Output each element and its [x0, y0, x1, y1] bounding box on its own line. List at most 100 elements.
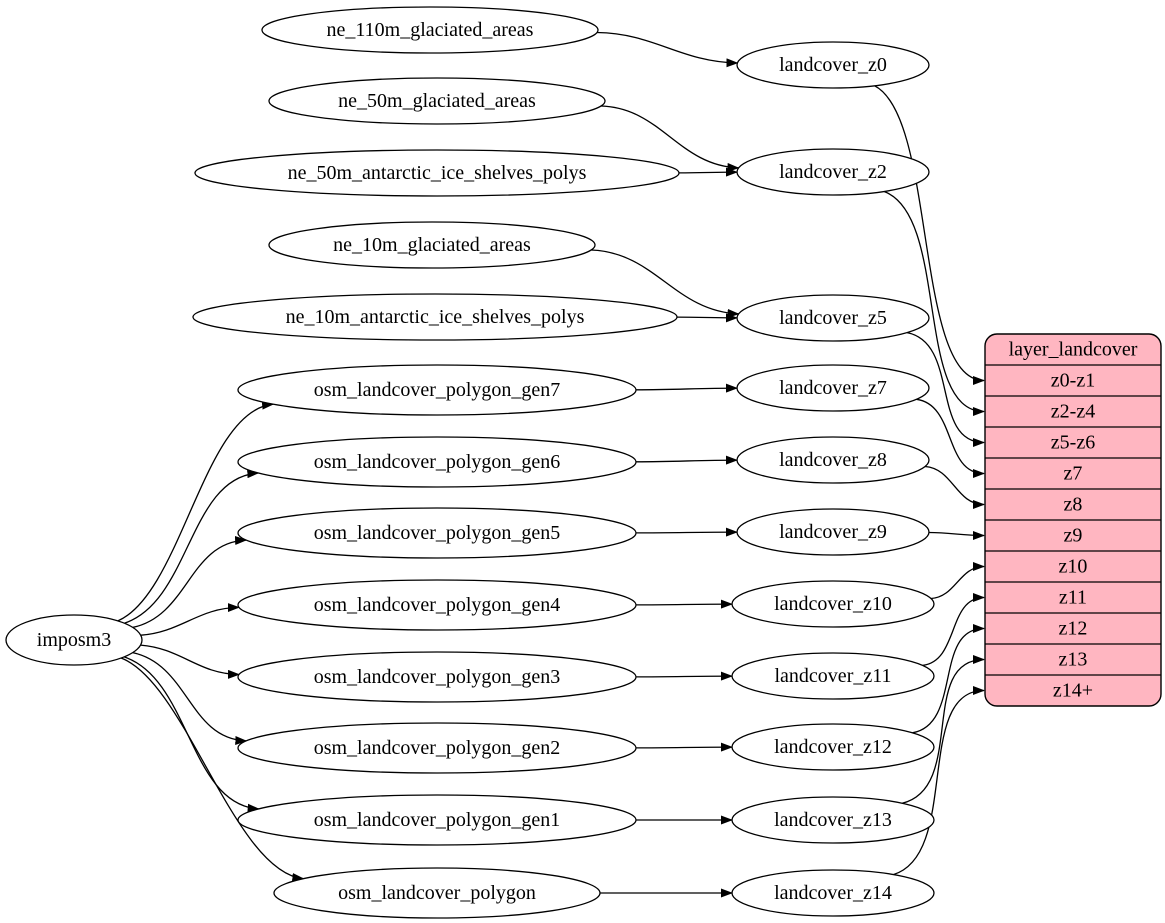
edge-landcover_z11-to-row-z11: [922, 593, 985, 667]
table-row-z9: z9: [1064, 525, 1083, 547]
node-landcover_z0: landcover_z0: [736, 41, 930, 89]
edge-landcover_z14-to-row-z14+: [893, 686, 985, 876]
node-shape-osm_landcover_polygon_gen5: [237, 507, 637, 559]
edge-ne_110m_glaciated_areas-to-landcover_z0: [596, 31, 739, 68]
edge-landcover_z2-to-row-z2-z4: [883, 190, 985, 416]
table-row-z7: z7: [1064, 463, 1083, 485]
node-label-landcover_z11: landcover_z11: [775, 665, 892, 687]
node-shape-osm_landcover_polygon_gen2: [237, 722, 637, 774]
node-shape-osm_landcover_polygon_gen1: [237, 794, 637, 846]
node-label-osm_landcover_polygon_gen4: osm_landcover_polygon_gen4: [314, 594, 561, 616]
node-label-osm_landcover_polygon_gen2: osm_landcover_polygon_gen2: [314, 737, 561, 759]
node-shape-landcover_z7: [736, 364, 930, 412]
edge-ne_50m_antarctic_ice_shelves_polys-to-landcover_z2: [678, 167, 738, 177]
node-label-landcover_z5: landcover_z5: [779, 307, 887, 329]
node-label-landcover_z10: landcover_z10: [774, 593, 892, 615]
node-shape-osm_landcover_polygon_gen3: [237, 651, 637, 703]
edge-osm_landcover_polygon_gen7-to-landcover_z7: [635, 383, 738, 393]
node-shape-landcover_z11: [731, 652, 935, 700]
node-label-osm_landcover_polygon_gen6: osm_landcover_polygon_gen6: [314, 451, 561, 473]
node-shape-landcover_z0: [736, 41, 930, 89]
edge-landcover_z13-to-row-z13: [902, 655, 985, 804]
edge-landcover_z8-to-row-z8: [925, 465, 985, 509]
edge-osm_landcover_polygon_gen5-to-landcover_z9: [635, 527, 738, 537]
table-row-z14+: z14+: [1053, 680, 1093, 702]
table-row-z11: z11: [1059, 587, 1087, 609]
node-shape-ne_10m_antarctic_ice_shelves_polys: [192, 293, 678, 341]
node-osm_landcover_polygon_gen2: osm_landcover_polygon_gen2: [237, 722, 637, 774]
table-row-z5-z6: z5-z6: [1051, 432, 1095, 454]
node-shape-ne_50m_glaciated_areas: [268, 77, 606, 125]
edge-imposm3-to-osm_landcover_polygon: [120, 657, 305, 882]
node-shape-landcover_z12: [731, 723, 935, 771]
node-landcover_z2: landcover_z2: [736, 148, 930, 196]
table-header: layer_landcover: [1009, 339, 1138, 361]
edge-imposm3-to-osm_landcover_polygon_gen7: [117, 400, 275, 622]
node-landcover_z13: landcover_z13: [731, 796, 935, 844]
node-shape-landcover_z8: [736, 436, 930, 484]
edge-landcover_z12-to-row-z12: [912, 624, 985, 734]
node-landcover_z11: landcover_z11: [731, 652, 935, 700]
node-landcover_z8: landcover_z8: [736, 436, 930, 484]
node-label-ne_110m_glaciated_areas: ne_110m_glaciated_areas: [327, 19, 534, 41]
node-shape-ne_110m_glaciated_areas: [261, 6, 599, 54]
node-shape-landcover_z14: [731, 869, 935, 917]
node-ne_50m_glaciated_areas: ne_50m_glaciated_areas: [268, 77, 606, 125]
node-label-osm_landcover_polygon_gen1: osm_landcover_polygon_gen1: [314, 809, 561, 831]
node-osm_landcover_polygon_gen7: osm_landcover_polygon_gen7: [237, 364, 637, 416]
node-ne_10m_antarctic_ice_shelves_polys: ne_10m_antarctic_ice_shelves_polys: [192, 293, 678, 341]
edge-ne_10m_antarctic_ice_shelves_polys-to-landcover_z5: [676, 313, 738, 323]
table-row-z13: z13: [1059, 649, 1088, 671]
edge-osm_landcover_polygon_gen4-to-landcover_z10: [635, 599, 733, 609]
table-layer_landcover: layer_landcoverz0-z1z2-z4z5-z6z7z8z9z10z…: [984, 333, 1162, 707]
node-osm_landcover_polygon: osm_landcover_polygon: [273, 867, 601, 919]
edge-imposm3-to-osm_landcover_polygon_gen3: [140, 644, 240, 679]
node-osm_landcover_polygon_gen1: osm_landcover_polygon_gen1: [237, 794, 637, 846]
node-ne_110m_glaciated_areas: ne_110m_glaciated_areas: [261, 6, 599, 54]
table-row-z8: z8: [1064, 494, 1083, 516]
node-shape-landcover_z9: [736, 508, 930, 556]
node-landcover_z12: landcover_z12: [731, 723, 935, 771]
node-landcover_z5: landcover_z5: [736, 294, 930, 342]
table-layer: layer_landcoverz0-z1z2-z4z5-z6z7z8z9z10z…: [984, 333, 1162, 707]
node-imposm3: imposm3: [5, 614, 143, 666]
table-row-z12: z12: [1059, 618, 1088, 640]
edge-ne_10m_glaciated_areas-to-landcover_z5: [590, 249, 740, 318]
node-landcover_z7: landcover_z7: [736, 364, 930, 412]
node-osm_landcover_polygon_gen6: osm_landcover_polygon_gen6: [237, 436, 637, 488]
node-label-landcover_z14: landcover_z14: [774, 882, 892, 904]
node-ne_10m_glaciated_areas: ne_10m_glaciated_areas: [268, 221, 596, 269]
node-label-ne_10m_antarctic_ice_shelves_polys: ne_10m_antarctic_ice_shelves_polys: [286, 306, 585, 328]
node-label-imposm3: imposm3: [37, 629, 111, 651]
edge-imposm3-to-osm_landcover_polygon_gen5: [132, 536, 248, 629]
node-osm_landcover_polygon_gen4: osm_landcover_polygon_gen4: [237, 579, 637, 631]
node-label-landcover_z0: landcover_z0: [779, 54, 887, 76]
edges-layer: [117, 31, 985, 898]
node-shape-imposm3: [5, 614, 143, 666]
node-label-osm_landcover_polygon: osm_landcover_polygon: [338, 882, 536, 904]
table-row-z2-z4: z2-z4: [1051, 401, 1095, 423]
edge-landcover_z10-to-row-z10: [930, 562, 985, 600]
edge-landcover_z9-to-row-z9: [928, 530, 985, 540]
node-shape-landcover_z2: [736, 148, 930, 196]
edge-osm_landcover_polygon_gen6-to-landcover_z8: [635, 455, 738, 465]
node-shape-ne_10m_glaciated_areas: [268, 221, 596, 269]
node-osm_landcover_polygon_gen5: osm_landcover_polygon_gen5: [237, 507, 637, 559]
node-label-landcover_z13: landcover_z13: [774, 809, 892, 831]
edge-imposm3-to-osm_landcover_polygon_gen4: [140, 603, 240, 636]
edge-landcover_z7-to-row-z7: [916, 398, 985, 478]
table-row-z10: z10: [1059, 556, 1088, 578]
node-shape-landcover_z10: [731, 580, 935, 628]
edge-osm_landcover_polygon_gen3-to-landcover_z11: [635, 671, 733, 681]
node-label-osm_landcover_polygon_gen7: osm_landcover_polygon_gen7: [314, 379, 561, 401]
node-label-landcover_z2: landcover_z2: [779, 161, 887, 183]
node-label-ne_50m_glaciated_areas: ne_50m_glaciated_areas: [338, 90, 536, 112]
edge-ne_50m_glaciated_areas-to-landcover_z2: [600, 105, 740, 172]
nodes-layer: imposm3 ne_110m_glaciated_areas ne_50m_gla…: [5, 6, 935, 919]
node-label-landcover_z7: landcover_z7: [779, 377, 887, 399]
node-label-ne_50m_antarctic_ice_shelves_polys: ne_50m_antarctic_ice_shelves_polys: [288, 162, 587, 184]
node-shape-landcover_z5: [736, 294, 930, 342]
node-label-landcover_z8: landcover_z8: [779, 449, 887, 471]
